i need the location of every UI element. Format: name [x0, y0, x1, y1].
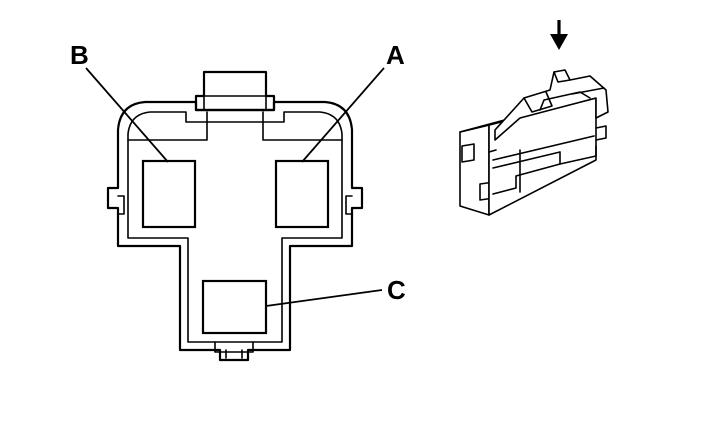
terminal-c	[201, 279, 268, 335]
connector-body-front	[459, 124, 490, 216]
top-latch	[194, 70, 276, 112]
connector-front-view: B A C	[70, 40, 406, 362]
label-c: C	[387, 275, 406, 305]
leader-line-b	[85, 67, 169, 163]
down-arrow-icon	[550, 20, 568, 50]
terminal-a	[274, 159, 330, 229]
housing-inner-outline	[127, 111, 343, 343]
label-b: B	[70, 40, 89, 70]
terminal-b	[141, 159, 197, 229]
label-a: A	[386, 40, 405, 70]
housing-outer-outline	[106, 100, 364, 362]
connector-isometric-view	[459, 20, 609, 216]
leader-line-a	[301, 67, 385, 163]
leader-line-c	[265, 289, 383, 307]
